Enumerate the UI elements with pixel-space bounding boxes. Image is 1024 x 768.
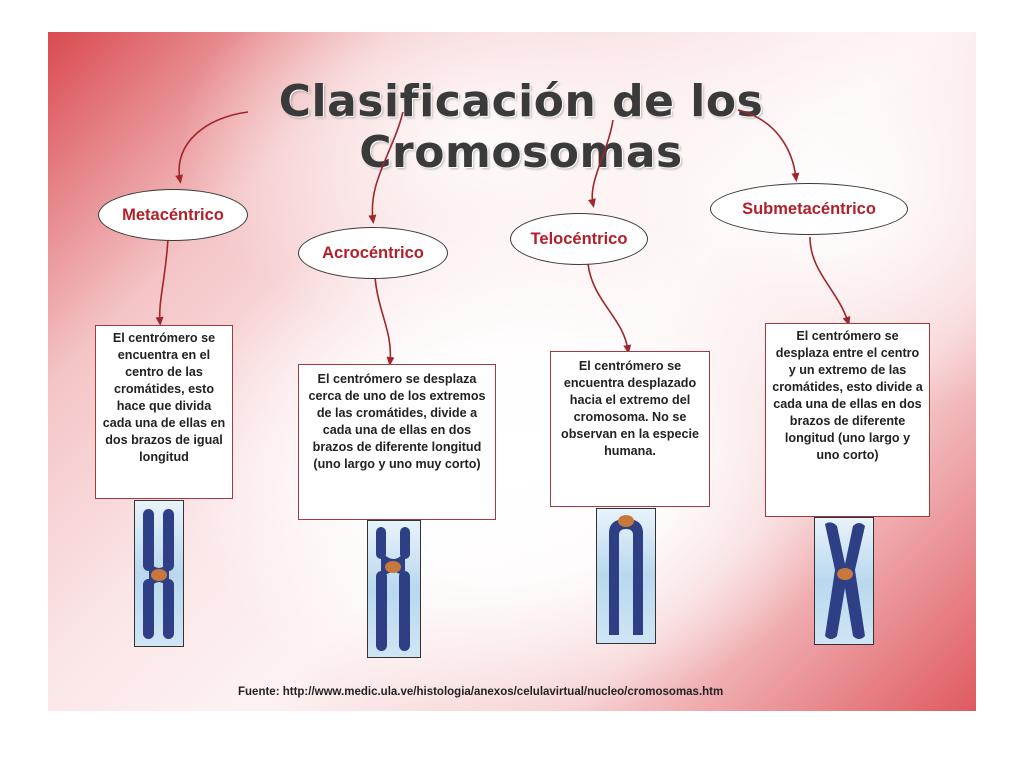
type-label-telocentrico: Telocéntrico [530, 229, 628, 248]
description-acrocentrico: El centrómero se desplaza cerca de uno d… [298, 364, 496, 520]
type-oval-submetacentrico: Submetacéntrico [710, 183, 908, 235]
arrow-title-metacentrico [175, 111, 249, 184]
description-metacentrico: El centrómero se encuentra en el centro … [95, 325, 233, 499]
arrow-oval-box-metacentrico [155, 237, 169, 326]
metacentric-chromosome-icon [134, 500, 184, 647]
type-oval-acrocentrico: Acrocéntrico [298, 227, 448, 279]
type-label-submetacentrico: Submetacéntrico [742, 199, 876, 218]
source-citation: Fuente: http://www.medic.ula.ve/histolog… [238, 686, 724, 698]
slide: Clasificación de los Cromosomas Metacént… [48, 32, 976, 711]
arrow-title-acrocentrico [368, 111, 404, 224]
arrow-title-telocentrico [587, 119, 614, 208]
connector-arrows [155, 109, 851, 366]
description-submetacentrico: El centrómero se desplaza entre el centr… [765, 323, 930, 517]
submetacentric-chromosome-icon [814, 517, 874, 645]
description-telocentrico: El centrómero se encuentra desplazado ha… [550, 351, 710, 507]
arrow-oval-box-submetacentrico [809, 236, 851, 326]
arrow-oval-box-acrocentrico [374, 276, 395, 366]
type-oval-telocentrico: Telocéntrico [510, 213, 648, 265]
arrow-title-submetacentrico [737, 109, 800, 182]
arrow-oval-box-telocentrico [587, 263, 632, 354]
page-title: Clasificación de los Cromosomas [278, 76, 764, 178]
type-label-acrocentrico: Acrocéntrico [322, 243, 424, 262]
telocentric-chromosome-icon [596, 508, 656, 644]
acrocentric-chromosome-icon [367, 520, 421, 658]
type-oval-metacentrico: Metacéntrico [98, 189, 248, 241]
type-label-metacentrico: Metacéntrico [122, 205, 224, 224]
